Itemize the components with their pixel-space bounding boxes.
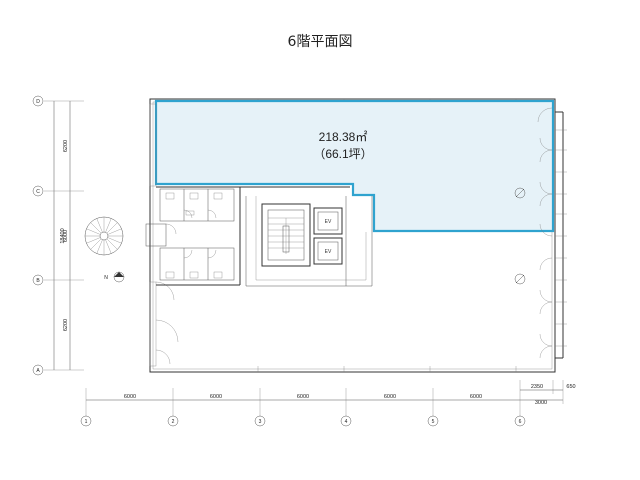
core-area: EV EV [145, 186, 373, 287]
col-axis-5: 5 [432, 419, 435, 425]
row-span-cb: 6000 [63, 230, 69, 242]
col-extra-2350: 2350 [531, 384, 543, 390]
left-openings [149, 103, 179, 367]
col-axis-6: 6 [519, 419, 522, 425]
restroom-lower [159, 247, 235, 281]
stair-core [261, 203, 311, 267]
row-span-ba: 6200 [63, 319, 69, 331]
restroom-upper [159, 188, 235, 222]
area-sqm-label: 218.38㎡ [319, 130, 368, 144]
pipe-shafts [514, 187, 526, 285]
col-axis-4: 4 [345, 419, 348, 425]
rental-area: 218.38㎡ （66.1坪） [154, 99, 555, 233]
col-span-4-5: 6000 [384, 394, 396, 400]
col-axis-3: 3 [259, 419, 262, 425]
col-axis-1: 1 [85, 419, 88, 425]
col-axis-2: 2 [172, 419, 175, 425]
elevator-shaft-upper [313, 207, 343, 235]
area-tsubo-label: （66.1坪） [313, 147, 372, 161]
row-axis-c: C [36, 189, 40, 195]
north-arrow: N [104, 271, 125, 283]
row-axis-d: D [36, 99, 40, 105]
col-span-1-2: 6000 [124, 394, 136, 400]
row-axis-b: B [36, 278, 40, 284]
elevator-label-lower: EV [325, 249, 332, 255]
col-span-2-3: 6000 [210, 394, 222, 400]
col-span-5-6: 6000 [470, 394, 482, 400]
column-axis-bubbles: 1 2 3 4 5 6 [80, 410, 526, 427]
spiral-stair [84, 216, 124, 256]
elevator-shaft-lower [313, 237, 343, 265]
col-span-3-4: 6000 [297, 394, 309, 400]
north-label: N [104, 275, 108, 281]
right-door-swings [537, 107, 553, 359]
col-span-6-end: 3000 [535, 400, 547, 406]
left-dimension-chain: 18400 6200 6000 6200 [44, 100, 84, 371]
rental-area-polygon [154, 99, 555, 233]
plan-title: 6階平面図 [288, 34, 353, 50]
row-span-dc: 6200 [63, 140, 69, 152]
total-span-label: 18400 [60, 228, 66, 243]
bottom-dimension-chain: 6000 6000 6000 6000 6000 3000 2350 650 [85, 380, 576, 410]
row-axis-bubbles: D C B A [32, 95, 44, 376]
north-arrow-icon [114, 272, 124, 277]
row-axis-a: A [36, 368, 40, 374]
col-extra-650: 650 [566, 384, 575, 390]
elevator-label-upper: EV [325, 219, 332, 225]
